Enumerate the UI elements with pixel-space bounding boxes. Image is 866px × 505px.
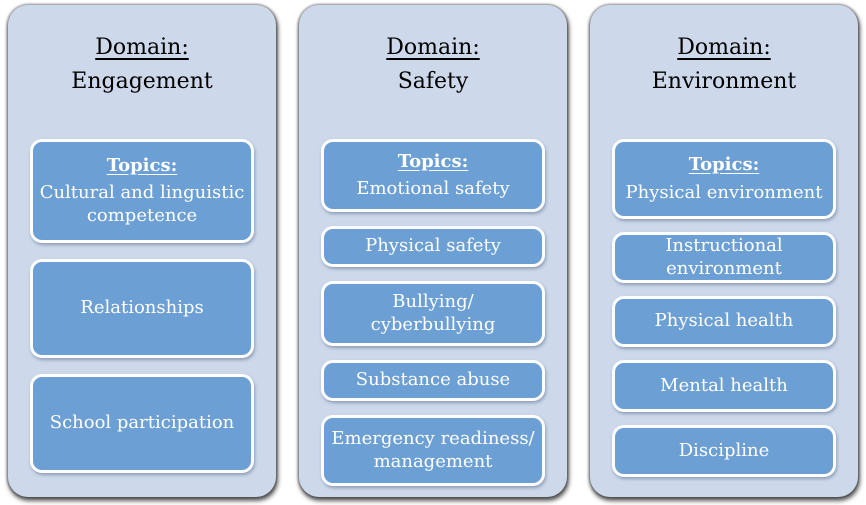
domain-title-safety: Domain: Safety — [321, 31, 545, 99]
topic-label: Substance abuse — [355, 369, 511, 391]
topic-box: Physical health — [612, 296, 836, 348]
topics-box: Topics: Emotional safety — [321, 139, 545, 213]
topic-label: Cultural and linguistic competence — [39, 182, 245, 226]
topic-box: Mental health — [612, 360, 836, 413]
topics-list-environment: Topics: Physical environment Instruction… — [612, 139, 836, 478]
domain-panel-environment: Domain: Environment Topics: Physical env… — [590, 5, 858, 497]
topic-label: Instructional environment — [665, 235, 783, 279]
topic-label: Emergency readiness/ management — [331, 428, 535, 472]
domain-panel-engagement: Domain: Engagement Topics: Cultural and … — [8, 5, 276, 497]
topics-box: Topics: Physical environment — [612, 139, 836, 220]
topics-list-engagement: Topics: Cultural and linguistic competen… — [30, 139, 254, 474]
domain-label: Domain: — [677, 35, 771, 60]
topic-label: Relationships — [80, 297, 204, 319]
topic-box: School participation — [30, 374, 254, 474]
topic-label: Physical health — [654, 310, 794, 332]
topic-label: Bullying/ cyberbullying — [370, 291, 496, 335]
topic-box: Substance abuse — [321, 360, 545, 402]
domain-title-engagement: Domain: Engagement — [30, 31, 254, 99]
domain-name: Safety — [397, 69, 469, 95]
topic-box: Emergency readiness/ management — [321, 415, 545, 487]
topics-header: Topics: — [106, 154, 178, 176]
domain-title-environment: Domain: Environment — [612, 31, 836, 99]
topic-label: Emotional safety — [356, 178, 510, 200]
topic-label: Physical safety — [365, 235, 501, 257]
topic-label: Mental health — [660, 374, 788, 396]
topic-label: School participation — [49, 412, 235, 434]
topic-label: Physical environment — [625, 181, 823, 203]
domain-label: Domain: — [95, 35, 189, 60]
topics-header: Topics: — [688, 154, 760, 176]
topic-box: Physical safety — [321, 226, 545, 268]
topic-box: Discipline — [612, 425, 836, 478]
domain-name: Environment — [651, 69, 797, 95]
domain-name: Engagement — [71, 69, 213, 95]
domain-label: Domain: — [386, 35, 480, 60]
domain-panel-safety: Domain: Safety Topics: Emotional safety … — [299, 5, 567, 497]
topics-list-safety: Topics: Emotional safety Physical safety… — [321, 139, 545, 487]
topics-header: Topics: — [397, 150, 469, 172]
topic-label: Discipline — [678, 439, 770, 461]
topics-box: Topics: Cultural and linguistic competen… — [30, 139, 254, 244]
topic-box: Relationships — [30, 259, 254, 359]
topic-box: Bullying/ cyberbullying — [321, 281, 545, 347]
topic-box: Instructional environment — [612, 232, 836, 284]
